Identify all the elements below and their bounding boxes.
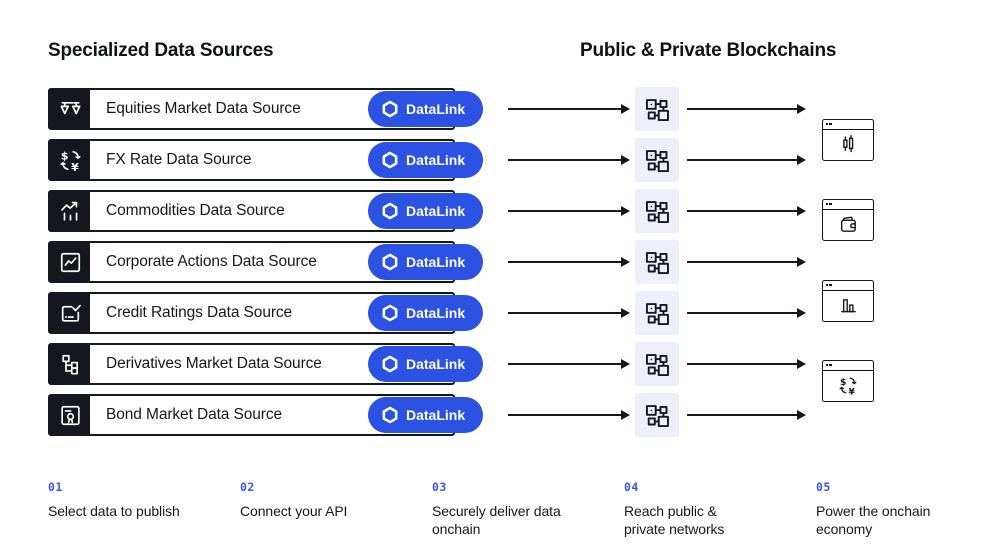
- flow-arrow: [687, 358, 806, 369]
- bar-chart-window-icon: [822, 280, 874, 322]
- datalink-badge: DataLink: [368, 295, 483, 331]
- step-label: Power the onchain economy: [816, 503, 931, 538]
- svg-text:$: $: [840, 377, 846, 388]
- flow-arrow: [508, 256, 630, 267]
- step-label: Reach public & private networks: [624, 503, 725, 538]
- data-source-row: Equities Market Data Source DataLink: [48, 88, 483, 130]
- flow-arrow: [687, 205, 806, 216]
- datalink-badge-label: DataLink: [406, 356, 466, 372]
- blockchain-network-icon: [635, 138, 679, 182]
- flow-arrow: [687, 256, 806, 267]
- rating-check-icon: [50, 294, 90, 332]
- svg-text:¥: ¥: [849, 386, 856, 396]
- step-number: 02: [240, 480, 255, 494]
- data-source-label: Corporate Actions Data Source: [106, 253, 317, 270]
- data-source-label: Commodities Data Source: [106, 202, 285, 219]
- datalink-badge: DataLink: [368, 346, 483, 382]
- chainlink-hexagon-icon: [382, 151, 398, 169]
- step-05: 05 Power the onchain economy: [816, 480, 998, 539]
- datalink-badge-label: DataLink: [406, 101, 466, 117]
- data-source-label: Derivatives Market Data Source: [106, 355, 322, 372]
- chainlink-hexagon-icon: [382, 253, 398, 271]
- datalink-badge-label: DataLink: [406, 152, 466, 168]
- blockchain-network-icon: [635, 87, 679, 131]
- data-source-label: FX Rate Data Source: [106, 151, 252, 168]
- document-chart-icon: [50, 243, 90, 281]
- step-number: 01: [48, 480, 63, 494]
- data-source-row: Corporate Actions Data Source DataLink: [48, 241, 483, 283]
- step-number: 03: [432, 480, 447, 494]
- chainlink-hexagon-icon: [382, 304, 398, 322]
- flow-arrow: [508, 205, 630, 216]
- svg-text:¥: ¥: [71, 160, 79, 172]
- chainlink-hexagon-icon: [382, 406, 398, 424]
- chainlink-hexagon-icon: [382, 202, 398, 220]
- step-04: 04 Reach public & private networks: [624, 480, 806, 539]
- blockchain-network-icon: [635, 240, 679, 284]
- step-01: 01 Select data to publish: [48, 480, 230, 520]
- right-section-title: Public & Private Blockchains: [580, 40, 837, 61]
- chainlink-hexagon-icon: [382, 355, 398, 373]
- step-02: 02 Connect your API: [240, 480, 422, 520]
- flow-arrow: [508, 154, 630, 165]
- trend-chart-icon: [50, 192, 90, 230]
- step-label: Securely deliver data onchain: [432, 503, 561, 538]
- candlestick-window-icon: [822, 119, 874, 161]
- svg-text:$: $: [60, 149, 68, 162]
- chainlink-hexagon-icon: [382, 100, 398, 118]
- flow-arrow: [687, 154, 806, 165]
- currency-exchange-window-icon: $¥: [822, 360, 874, 402]
- data-source-label: Bond Market Data Source: [106, 406, 283, 423]
- flow-arrow: [508, 358, 630, 369]
- scales-icon: [50, 90, 90, 128]
- flow-arrow: [687, 409, 806, 420]
- data-source-row: Derivatives Market Data Source DataLink: [48, 343, 483, 385]
- datalink-badge: DataLink: [368, 91, 483, 127]
- data-source-row: $ ¥ FX Rate Data Source DataLink: [48, 139, 483, 181]
- blockchain-network-icon: [635, 189, 679, 233]
- flow-arrow: [687, 103, 806, 114]
- datalink-badge-label: DataLink: [406, 305, 466, 321]
- left-section-title: Specialized Data Sources: [48, 40, 274, 61]
- flow-arrow: [508, 307, 630, 318]
- data-source-row: Commodities Data Source DataLink: [48, 190, 483, 232]
- blockchain-network-icon: [635, 393, 679, 437]
- step-03: 03 Securely deliver data onchain: [432, 480, 614, 539]
- datalink-badge: DataLink: [368, 397, 483, 433]
- blockchain-network-icon: [635, 291, 679, 335]
- data-source-row: Credit Ratings Data Source DataLink: [48, 292, 483, 334]
- datalink-badge: DataLink: [368, 142, 483, 178]
- datalink-badge: DataLink: [368, 244, 483, 280]
- currency-exchange-icon: $ ¥: [50, 141, 90, 179]
- step-label: Connect your API: [240, 503, 348, 519]
- step-label: Select data to publish: [48, 503, 180, 519]
- blockchain-network-icon: [635, 342, 679, 386]
- data-source-label: Credit Ratings Data Source: [106, 304, 293, 321]
- step-number: 05: [816, 480, 831, 494]
- flow-arrow: [687, 307, 806, 318]
- datalink-badge-label: DataLink: [406, 203, 466, 219]
- flow-arrow: [508, 409, 630, 420]
- flow-arrow: [508, 103, 630, 114]
- datalink-badge: DataLink: [368, 193, 483, 229]
- hierarchy-icon: [50, 345, 90, 383]
- certificate-icon: [50, 396, 90, 434]
- data-source-row: Bond Market Data Source DataLink: [48, 394, 483, 436]
- step-number: 04: [624, 480, 639, 494]
- datalink-badge-label: DataLink: [406, 407, 466, 423]
- datalink-badge-label: DataLink: [406, 254, 466, 270]
- data-source-label: Equities Market Data Source: [106, 100, 301, 117]
- wallet-window-icon: [822, 199, 874, 241]
